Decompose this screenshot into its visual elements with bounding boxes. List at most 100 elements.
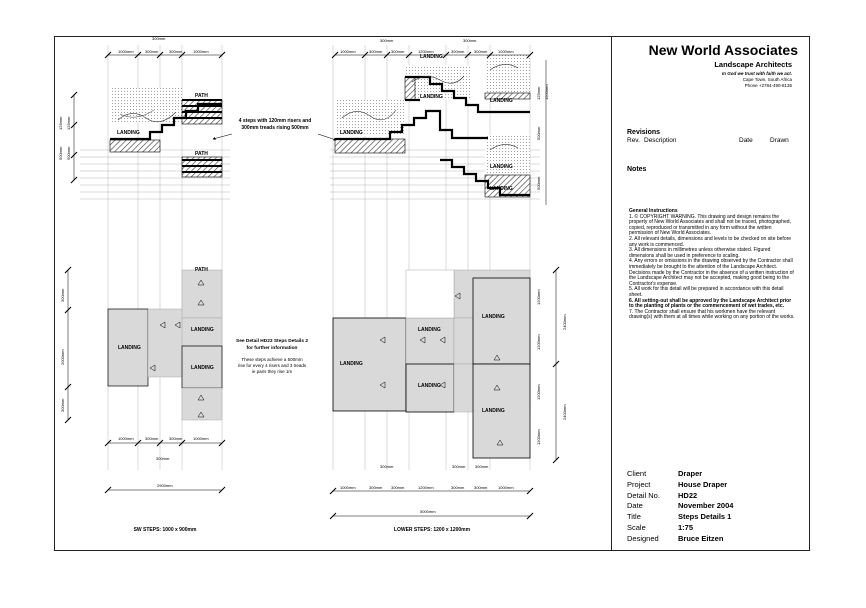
svg-text:125mm: 125mm — [58, 116, 63, 130]
title-block: New World Associates Landscape Architect… — [611, 36, 810, 551]
see-detail-note: See Detail HD23 Steps Details 2 for furt… — [236, 338, 308, 374]
svg-text:1000mm: 1000mm — [118, 49, 134, 54]
instruction-item: 3. All dimensions in millimetres unless … — [629, 247, 771, 259]
instruction-item: 7. The Contractor shall ensure that his … — [629, 308, 795, 321]
company-address: Cape Town, South Africa Phone +2784-490-… — [743, 77, 792, 89]
svg-text:1200mm: 1200mm — [536, 429, 541, 445]
svg-text:300mm: 300mm — [156, 456, 170, 461]
svg-text:2900mm: 2900mm — [157, 483, 173, 488]
svg-text:500mm: 500mm — [536, 126, 541, 140]
soil-hatch — [109, 139, 161, 153]
instruction-item: 2. All relevant details, dimensions and … — [629, 235, 792, 248]
landing-label: LANDING — [418, 327, 441, 333]
general-instructions: General Instructions 1. © COPYRIGHT WARN… — [629, 208, 797, 321]
company-tagline: In God we trust with faith we act. — [721, 71, 792, 76]
svg-text:500mm: 500mm — [58, 146, 63, 160]
lower-steps-plan: LANDING LANDING LANDING LANDING LANDING — [332, 269, 531, 459]
svg-text:300mm: 300mm — [152, 36, 166, 41]
general-instructions-title: General Instructions — [629, 208, 678, 214]
landing-label: LANDING — [418, 383, 441, 389]
svg-text:300mm: 300mm — [60, 288, 65, 302]
svg-text:300mm: 300mm — [463, 38, 477, 43]
svg-text:300mm: 300mm — [474, 485, 488, 490]
svg-text:125mm: 125mm — [66, 116, 71, 130]
see-detail-line: See Detail HD23 Steps Details 2 — [236, 338, 308, 344]
svg-text:300mm: 300mm — [452, 464, 466, 469]
address-line: Cape Town, South Africa — [742, 77, 792, 82]
svg-text:300mm: 300mm — [474, 49, 488, 54]
svg-text:1000mm: 1000mm — [498, 485, 514, 490]
instruction-item: 4. Any errors or omissions in the drawin… — [629, 258, 794, 287]
steps-profile — [335, 109, 488, 141]
svg-text:500mm: 500mm — [66, 146, 71, 160]
svg-text:1500mm: 1500mm — [544, 84, 549, 100]
lower-steps-caption: LOWER STEPS: 1200 x 1200mm — [394, 527, 471, 533]
callout-line: 300mm treads rising 500mm — [241, 125, 309, 131]
svg-text:1200mm: 1200mm — [536, 384, 541, 400]
drawn-column: Drawn — [770, 137, 789, 144]
sw-steps-section: LANDING PATH PATH — [109, 88, 223, 178]
svg-text:300mm: 300mm — [169, 49, 183, 54]
svg-text:1000mm: 1000mm — [193, 49, 209, 54]
svg-text:300mm: 300mm — [475, 464, 489, 469]
svg-text:300mm: 300mm — [145, 49, 159, 54]
svg-text:1200mm: 1200mm — [418, 485, 434, 490]
svg-text:300mm: 300mm — [145, 436, 159, 441]
svg-text:1000mm: 1000mm — [340, 49, 356, 54]
landing-label: LANDING — [490, 98, 513, 104]
rise-note-line: ie pairs they rise 1m — [252, 369, 293, 374]
svg-text:1000mm: 1000mm — [498, 49, 514, 54]
drawing-sheet-border — [54, 36, 810, 551]
svg-text:2400mm: 2400mm — [562, 314, 567, 330]
svg-text:2400mm: 2400mm — [562, 404, 567, 420]
rise-note-line: These steps achieve a 500mm — [241, 357, 303, 362]
revisions-heading: Revisions — [627, 129, 661, 136]
landing-label: LANDING — [482, 314, 505, 320]
landing-label: LANDING — [340, 130, 363, 136]
svg-text:300mm: 300mm — [369, 49, 383, 54]
svg-text:300mm: 300mm — [60, 398, 65, 412]
company-name: New World Associates — [648, 42, 798, 58]
steps-profile — [110, 102, 222, 141]
steps-callout: 4 steps with 120mm risers and 300mm trea… — [212, 118, 337, 141]
dimension-ticks — [64, 51, 560, 520]
landing-label: LANDING — [482, 408, 505, 414]
svg-text:300mm: 300mm — [391, 485, 405, 490]
svg-text:300mm: 300mm — [391, 49, 405, 54]
callout-line: 4 steps with 120mm risers and — [239, 118, 312, 124]
lower-steps-section: LANDING LANDING LANDING LANDING LANDING … — [334, 54, 531, 198]
svg-text:1000mm: 1000mm — [340, 485, 356, 490]
notes-heading: Notes — [627, 166, 647, 173]
svg-text:300mm: 300mm — [380, 464, 394, 469]
landing-label: LANDING — [420, 94, 443, 100]
dimension-labels: 1000mm 300mm 300mm 1000mm 300mm 1000mm 3… — [58, 36, 567, 514]
rev-column: Rev. — [627, 137, 640, 144]
description-column: Description — [644, 137, 677, 144]
svg-text:1000mm: 1000mm — [118, 436, 134, 441]
svg-text:1200mm: 1200mm — [418, 49, 434, 54]
landing-label: LANDING — [340, 361, 363, 367]
svg-text:5000mm: 5000mm — [420, 509, 436, 514]
svg-text:300mm: 300mm — [380, 38, 394, 43]
instruction-item: 1. © COPYRIGHT WARNING. This drawing and… — [629, 213, 791, 237]
sw-steps-plan: LANDING LANDING LANDING PATH — [107, 267, 223, 421]
path-label: PATH — [195, 267, 208, 273]
landing-label: LANDING — [420, 54, 443, 60]
landing-label: LANDING — [490, 164, 513, 170]
svg-text:500mm: 500mm — [536, 176, 541, 190]
date-column: Date — [739, 137, 753, 144]
address-line: Phone +2784-490-8136 — [744, 83, 792, 88]
planting-sketch — [117, 111, 177, 123]
landing-label: LANDING — [117, 130, 140, 136]
svg-text:300mm: 300mm — [169, 436, 183, 441]
landing-label: LANDING — [191, 327, 214, 333]
svg-text:1200mm: 1200mm — [536, 334, 541, 350]
steps-detail-drawing: LANDING PATH PATH LANDING LANDING LANDIN… — [58, 36, 567, 533]
